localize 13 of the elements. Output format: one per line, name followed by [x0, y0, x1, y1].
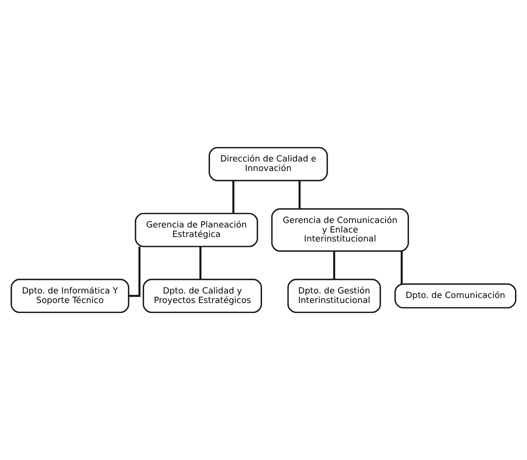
node-box: Gerencia de Comunicación y Enlace Interinstitucional — [271, 208, 409, 252]
node-box: Dirección de Calidad e Innovación — [208, 146, 328, 182]
node-box: Dpto. de Informática Y Soporte Técnico — [10, 278, 130, 314]
node-box: Dpto. de Gestión Interinstitucional — [287, 278, 381, 314]
connector — [199, 246, 202, 280]
connector — [298, 180, 301, 209]
connector — [333, 251, 336, 280]
connector — [128, 246, 140, 297]
node-box: Gerencia de Planeación Estratégica — [134, 212, 258, 248]
connector — [232, 180, 234, 214]
connector — [400, 251, 403, 284]
node-box: Dpto. de Comunicación — [394, 283, 516, 308]
node-box: Dpto. de Calidad y Proyectos Estratégicos — [142, 278, 262, 314]
